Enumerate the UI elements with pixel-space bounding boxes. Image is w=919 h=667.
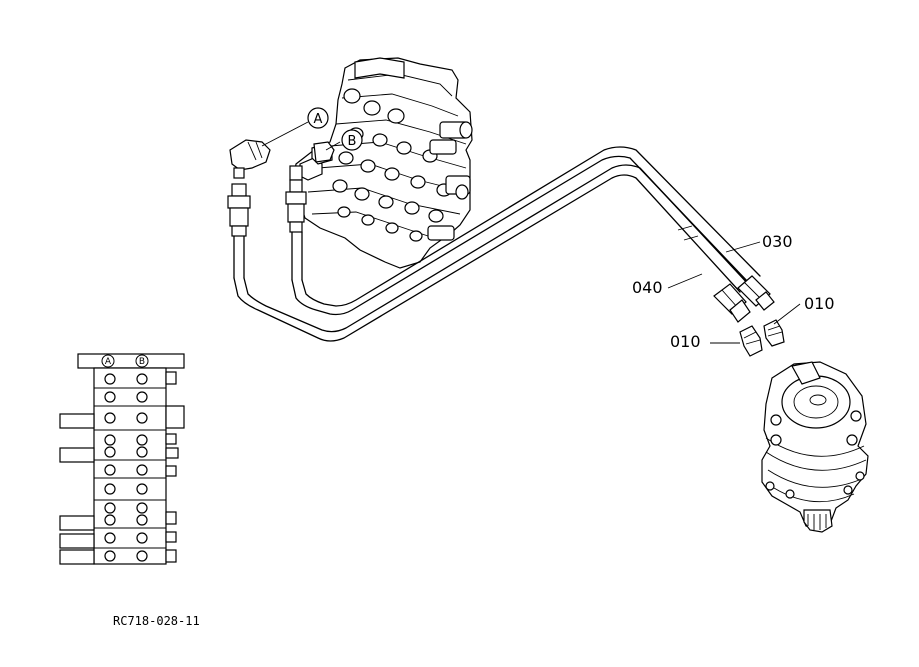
valve-schematic xyxy=(59,353,185,565)
callout-010-left: 010 xyxy=(670,332,701,351)
leader-a xyxy=(261,121,309,147)
hose-collar-2 xyxy=(683,235,699,241)
schematic-port-a-label: A xyxy=(105,357,112,367)
leader-b xyxy=(325,141,341,151)
hose-040 xyxy=(233,164,751,342)
port-b-callout: B xyxy=(341,129,363,151)
leader-040 xyxy=(667,273,703,289)
port-a-label: A xyxy=(314,112,323,127)
hose-030 xyxy=(291,146,761,316)
port-a-elbow-fitting xyxy=(229,139,271,179)
hose-collar-1 xyxy=(677,225,693,231)
schematic-port-b: B xyxy=(135,354,149,368)
leader-010-right xyxy=(773,303,801,325)
leader-030 xyxy=(725,241,761,253)
schematic-port-b-label: B xyxy=(139,357,145,367)
schematic-port-a: A xyxy=(101,354,115,368)
hose-end-040 xyxy=(713,283,751,323)
port-b-label: B xyxy=(348,134,357,149)
control-valve-assembly xyxy=(291,57,473,269)
port-a-callout: A xyxy=(307,107,329,129)
adapter-010-left xyxy=(739,325,763,357)
port-b-fitting xyxy=(289,141,335,181)
hose-end-030 xyxy=(737,275,775,311)
hose-end-a xyxy=(227,183,251,279)
callout-040: 040 xyxy=(632,278,663,297)
callout-010-right: 010 xyxy=(804,294,835,313)
adapter-010-right xyxy=(763,319,785,347)
hydraulic-motor xyxy=(761,361,869,533)
drawing-number: RC718-028-11 xyxy=(113,614,200,628)
hose-end-b xyxy=(285,179,307,281)
callout-030: 030 xyxy=(762,232,793,251)
